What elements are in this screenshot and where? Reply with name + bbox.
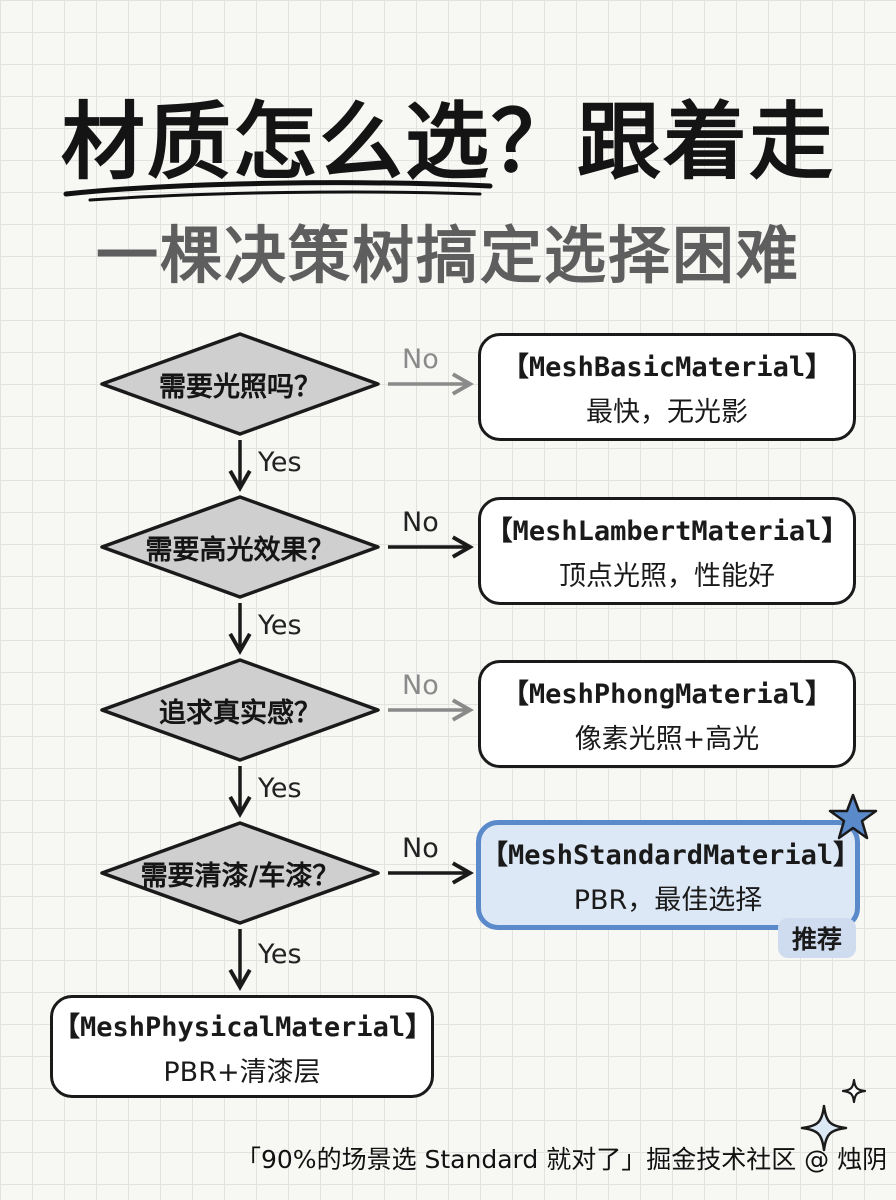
yes-label-4: Yes [258,939,302,970]
result-desc-basic: 最快，无光影 [586,397,748,428]
footer-note: 「90%的场景选 Standard 就对了」掘金技术社区 @ 烛阴 [236,1142,887,1178]
decision-question-2: 需要高光效果？ [145,534,335,566]
no-label-2: No [402,507,439,538]
result-name-basic: 【MeshBasicMaterial】 [501,352,833,383]
no-label-1: No [402,344,439,375]
star-icon [828,793,878,840]
decision-question-3: 追求真实感？ [159,697,321,729]
sparkle-icon [800,1078,867,1152]
decision-diamond-3: 追求真实感？ [98,656,382,764]
result-name-physical: 【MeshPhysicalMaterial】 [53,1011,433,1043]
title-underline [63,180,493,202]
page-title: 材质怎么选？跟着走 [60,93,835,191]
decision-question-4: 需要清漆/车漆？ [140,860,340,892]
no-label-3: No [402,670,439,701]
decision-diamond-2: 需要高光效果？ [98,493,382,601]
watermark: 掘金技术社区 @ 烛阴 [646,1145,888,1174]
result-box-physical: 【MeshPhysicalMaterial】 PBR+清漆层 [50,995,434,1098]
result-box-basic: 【MeshBasicMaterial】 最快，无光影 [478,333,856,441]
decision-question-1: 需要光照吗？ [159,371,321,403]
result-desc-phong: 像素光照+高光 [574,724,760,755]
result-name-lambert: 【MeshLambertMaterial】 [485,516,849,547]
yes-label-3: Yes [258,773,302,804]
result-desc-lambert: 顶点光照，性能好 [559,561,775,592]
result-box-phong: 【MeshPhongMaterial】 像素光照+高光 [478,660,856,768]
result-box-lambert: 【MeshLambertMaterial】 顶点光照，性能好 [478,497,856,605]
yes-label-1: Yes [258,447,302,478]
decision-diamond-4: 需要清漆/车漆？ [98,819,382,927]
result-desc-physical: PBR+清漆层 [163,1056,321,1088]
footer-quote: 「90%的场景选 Standard 就对了」 [236,1145,647,1174]
result-desc-standard: PBR，最佳选择 [573,885,763,916]
result-box-standard: 【MeshStandardMaterial】 PBR，最佳选择 [476,820,860,930]
no-label-4: No [402,833,439,864]
page-subtitle: 一棵决策树搞定选择困难 [95,219,800,292]
recommend-badge: 推荐 [778,918,856,958]
yes-label-2: Yes [258,610,302,641]
result-name-phong: 【MeshPhongMaterial】 [501,679,833,710]
decision-diamond-1: 需要光照吗？ [98,330,382,438]
result-name-standard: 【MeshStandardMaterial】 [481,840,861,871]
